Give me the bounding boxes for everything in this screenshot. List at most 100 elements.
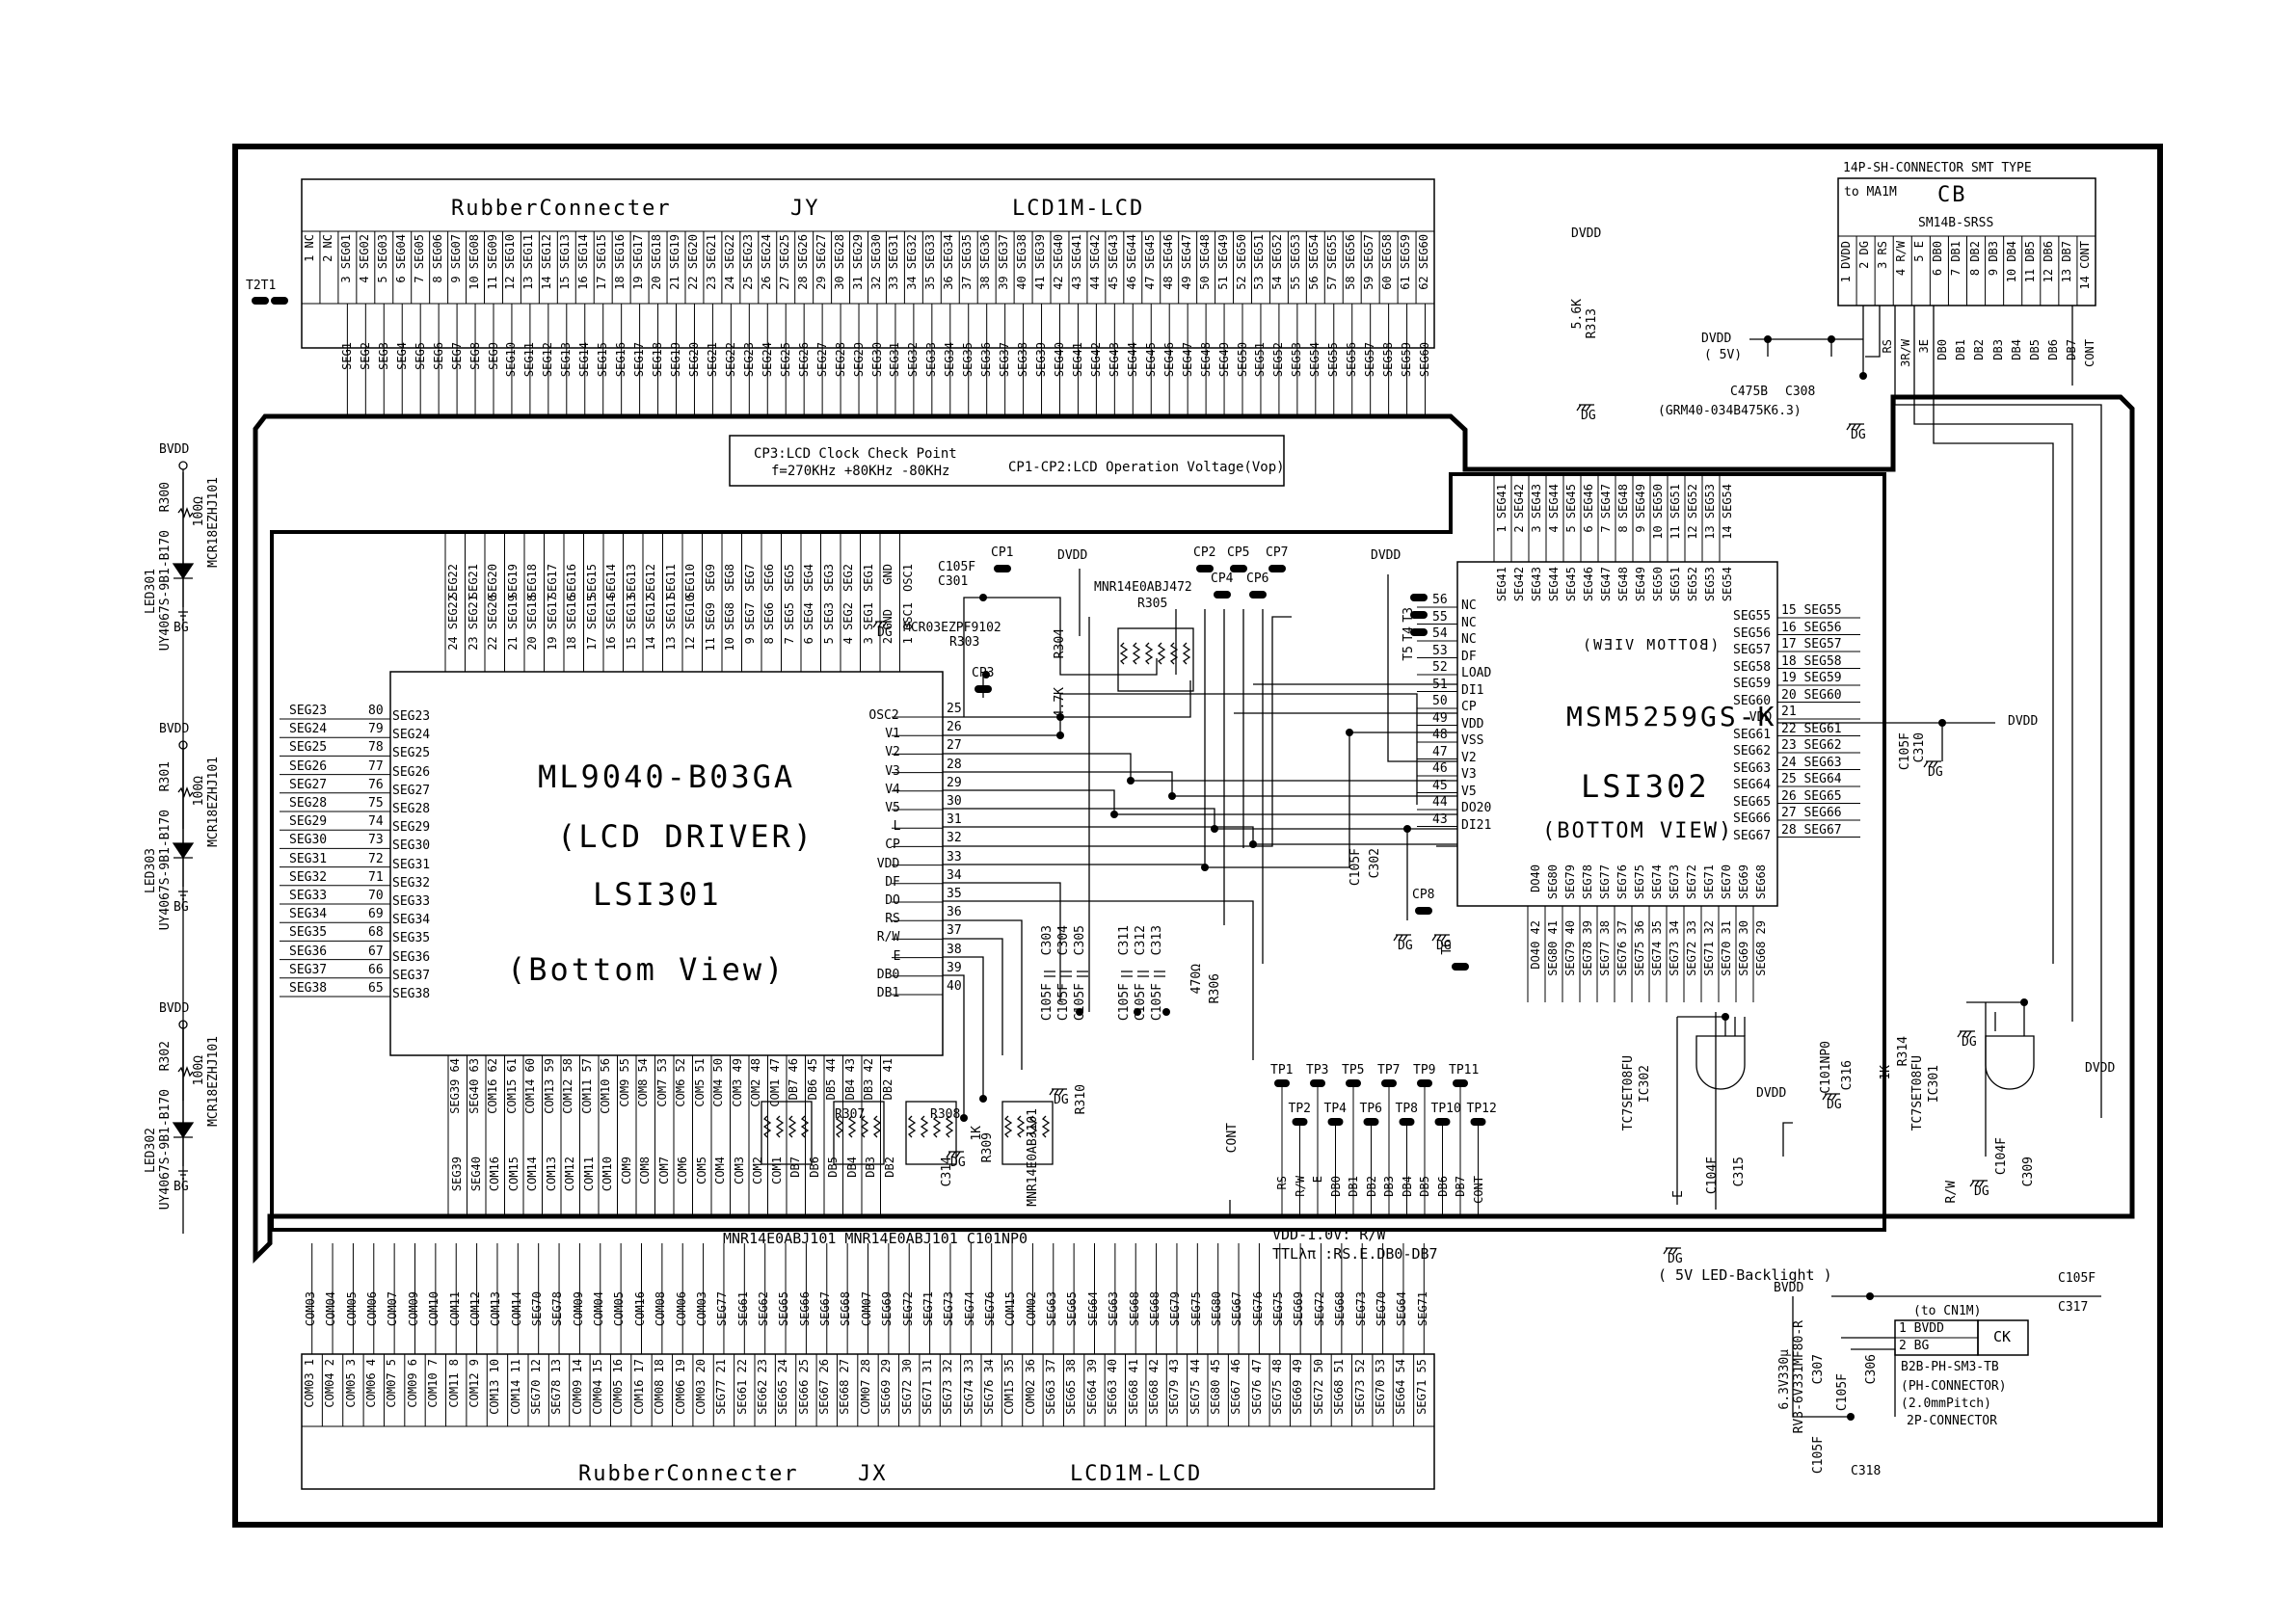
c317-value: C105F	[2058, 1271, 2096, 1286]
lsi301-top-pin: 19 SEG17	[545, 595, 559, 651]
lsi302-top-net: 6 SEG46	[1582, 484, 1595, 533]
bottom-connector-pin: COM16 17	[631, 1359, 646, 1415]
lsi302-top-pin: SEG45	[1564, 567, 1578, 602]
bottom-connector-net: COM06	[365, 1291, 380, 1327]
bottom-connector-pin: COM05 16	[611, 1359, 626, 1415]
led-bvdd: BVDD	[159, 1001, 190, 1016]
rw-net: R/W	[1944, 1181, 1959, 1204]
lsi301-right-pin: V5	[885, 801, 900, 815]
lsi301-body	[389, 671, 944, 1056]
led-bvdd: BVDD	[159, 722, 190, 736]
top-connector-pin: 52 SEG50	[1234, 234, 1248, 290]
power-dg: DG	[1974, 1184, 1989, 1199]
lsi301-bottom-pin: COM15 61	[504, 1058, 519, 1114]
top-connector-pin: 18 SEG16	[613, 234, 627, 290]
top-connector-net: SEG6	[431, 342, 445, 370]
lsi302-left-pin: V2	[1461, 750, 1477, 765]
lsi301-right-pin: RS	[885, 912, 900, 927]
lsi302-top-net: 8 SEG48	[1616, 484, 1630, 533]
lsi301-top-net: SEG11	[663, 564, 678, 599]
lsi301-top-net: SEG6	[762, 564, 776, 592]
lsi302-left-pin: VSS	[1461, 733, 1484, 748]
bottom-connector-net: SEG70	[530, 1291, 544, 1327]
led-bg: BG	[174, 1180, 189, 1194]
r306-value: 470Ω	[1189, 964, 1204, 995]
bottom-connector-title: RubberConnecter	[578, 1462, 799, 1486]
bottom-connector-pin: SEG68 42	[1146, 1359, 1161, 1415]
lsi301-left-pin: SEG35	[392, 931, 431, 946]
lsi301-right-pin: V2	[885, 745, 900, 760]
top-connector-pin: 8 SEG06	[430, 234, 444, 283]
test-point-net: DB1	[1347, 1176, 1360, 1197]
top-connector-net: SEG28	[833, 342, 847, 378]
bottom-connector-net: SEG69	[1292, 1291, 1306, 1327]
c301-label: C301	[938, 574, 969, 589]
lsi302-body	[1456, 561, 1778, 907]
lsi301-left-num: 78	[368, 740, 384, 756]
lsi302-left-pin: VDD	[1461, 716, 1484, 732]
top-connector-net: SEG50	[1235, 342, 1249, 378]
top-connector-pin: 26 SEG24	[759, 234, 773, 290]
test-point-net: R/W	[1293, 1176, 1307, 1197]
test-point-net: CONT	[1471, 1176, 1485, 1204]
top-connector-pin: 44 SEG42	[1087, 234, 1102, 290]
lsi302-top-pin: SEG48	[1616, 567, 1630, 602]
cb-pin: 13 DB7	[2059, 241, 2073, 283]
test-point-net: DB7	[1454, 1176, 1467, 1197]
top-connector-net: SEG55	[1326, 342, 1341, 378]
bottom-connector-pin: SEG73 52	[1352, 1359, 1367, 1415]
c310-label: C310	[1912, 732, 1927, 763]
bottom-connector-pin: COM03 20	[693, 1359, 707, 1415]
check-point: CP3	[972, 666, 995, 680]
led-part: UY4067S-9B1-B170	[158, 810, 173, 931]
lsi301-left-net: SEG31	[289, 851, 328, 866]
bottom-connector-net: SEG80	[1210, 1291, 1223, 1327]
cb-net: DB4	[2009, 339, 2023, 360]
top-connector-pin: 51 SEG49	[1215, 234, 1230, 290]
lsi301-bottom-net: COM1	[769, 1157, 784, 1184]
lsi301-right-num: 30	[947, 794, 962, 809]
mnr472-label: MNR14E0ABJ472	[1094, 580, 1192, 595]
power-dvdd: DVDD	[1371, 548, 1402, 563]
lsi301-left-num: 79	[368, 722, 384, 737]
probe-pads	[252, 297, 1486, 1216]
power-dvdd: DVDD	[1057, 548, 1088, 563]
lsi302-right-pin: SEG59	[1733, 677, 1772, 691]
top-connector-pin: 22 SEG20	[685, 234, 700, 290]
bottom-connector-net: SEG68	[1333, 1291, 1348, 1327]
lsi302-ref: LSI302	[1581, 768, 1710, 805]
lsi301-left-net: SEG38	[289, 981, 328, 996]
lsi301-top-net: SEG20	[486, 564, 499, 599]
lsi301-right-num: 31	[947, 812, 962, 828]
bottom-connector-net: COM04	[592, 1291, 606, 1327]
top-connector-grid	[301, 231, 1417, 304]
bottom-connector-net: SEG64	[1395, 1291, 1409, 1327]
c302-value: C105F	[1348, 848, 1363, 887]
top-connector-pin: 38 SEG36	[978, 234, 993, 290]
power-dvdd: DVDD	[2085, 1061, 2116, 1076]
led-val: 100Ω	[192, 496, 206, 527]
lsi302-bottom-pin: SEG75	[1633, 865, 1646, 900]
bottom-connector-net: SEG62	[757, 1291, 770, 1327]
bottom-connector-pin: SEG70 12	[529, 1359, 543, 1415]
wiring	[182, 306, 2102, 1418]
lsi301-top-net: SEG3	[821, 564, 836, 592]
ck-desc1: (PH-CONNECTOR)	[1901, 1379, 2007, 1394]
bottom-connector-net: SEG65	[1065, 1291, 1080, 1327]
outer-frame	[232, 144, 2163, 1528]
top-connector-net: SEG30	[869, 342, 884, 378]
cb-net: DB0	[1936, 339, 1950, 360]
top-connector-net: SEG7	[449, 342, 464, 370]
cb-net: DB2	[1972, 339, 1987, 360]
bottom-connector-pin: COM04 2	[323, 1359, 337, 1408]
lsi302-right-pin: SEG64	[1733, 778, 1772, 792]
lsi301-left-pin: SEG29	[392, 820, 431, 836]
top-connector-net: SEG17	[632, 342, 647, 378]
cb-net: DB6	[2045, 339, 2060, 360]
lsi301-top-net: SEG5	[782, 564, 796, 592]
lsi301-right-num: 40	[947, 979, 962, 994]
lsi301-bottom-pin: DB5 44	[824, 1058, 838, 1101]
rv3-label: RV3-6V331MF80-R	[1792, 1320, 1806, 1434]
lsi301-bottom-net: DB3	[864, 1157, 877, 1178]
lsi301-top-net: SEG2	[841, 564, 855, 592]
